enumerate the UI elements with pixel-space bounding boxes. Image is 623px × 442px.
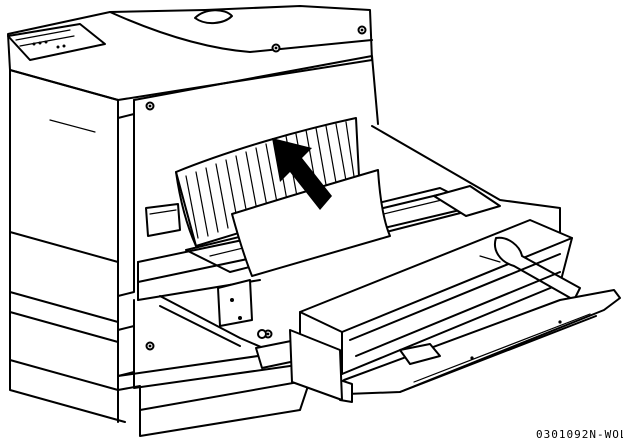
pull-direction-arrow-icon <box>272 138 332 210</box>
screw-icon <box>145 101 155 111</box>
screw-icon <box>357 25 367 35</box>
side-door-frame <box>133 25 379 389</box>
screw-icon <box>145 341 155 351</box>
tray-front-face <box>289 329 343 401</box>
screw-icon <box>271 43 281 53</box>
output-tray <box>299 219 621 403</box>
figure-reference-code: 0301092N-WOL <box>536 428 623 441</box>
